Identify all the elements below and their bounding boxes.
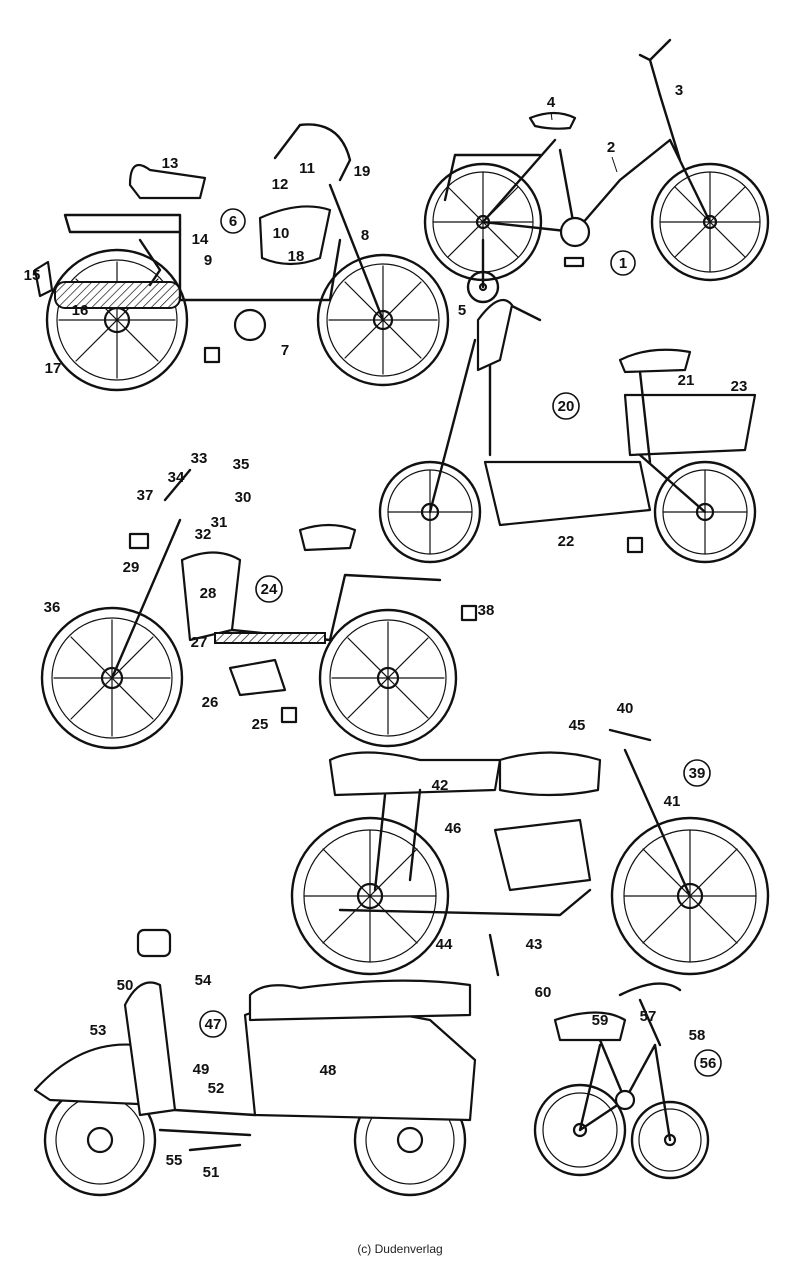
callout-21: 21 [678,372,695,389]
callout-39: 39 [689,765,706,782]
callout-5: 5 [458,302,466,319]
callout-47: 47 [205,1016,222,1033]
callout-50: 50 [117,977,134,994]
callout-19: 19 [354,163,371,180]
utility-moped-drawing [378,298,757,564]
callout-24: 24 [261,581,278,598]
callout-23: 23 [731,378,748,395]
kids-bicycle-drawing [533,982,710,1180]
callout-55: 55 [166,1152,183,1169]
moped-drawing [33,123,450,392]
callout-20: 20 [558,398,575,415]
callout-31: 31 [211,514,228,531]
callout-2: 2 [607,139,615,156]
callout-13: 13 [162,155,179,172]
callout-15: 15 [24,267,41,284]
moped-two-drawing [40,468,478,750]
callout-10: 10 [273,225,290,242]
callout-9: 9 [204,252,212,269]
callout-41: 41 [664,793,681,810]
callout-30: 30 [235,489,252,506]
callout-45: 45 [569,717,586,734]
callout-43: 43 [526,936,543,953]
callout-46: 46 [445,820,462,837]
callout-8: 8 [361,227,369,244]
folding-bicycle-drawing [423,38,770,304]
callout-37: 37 [137,487,154,504]
callout-26: 26 [202,694,219,711]
callout-14: 14 [192,231,209,248]
callout-49: 49 [193,1061,210,1078]
callout-57: 57 [640,1008,657,1025]
callout-44: 44 [436,936,453,953]
callout-1: 1 [619,255,627,272]
callout-38: 38 [478,602,495,619]
callout-17: 17 [45,360,62,377]
callout-16: 16 [72,302,89,319]
callout-6: 6 [229,213,237,230]
callout-32: 32 [195,526,212,543]
callout-28: 28 [200,585,217,602]
callout-18: 18 [288,248,305,265]
callout-29: 29 [123,559,140,576]
scooter-drawing [33,928,477,1197]
callout-56: 56 [700,1055,717,1072]
callout-53: 53 [90,1022,107,1039]
callout-3: 3 [675,82,683,99]
callout-36: 36 [44,599,61,616]
callout-25: 25 [252,716,269,733]
callout-60: 60 [535,984,552,1001]
callout-59: 59 [592,1012,609,1029]
callout-54: 54 [195,972,212,989]
callout-51: 51 [203,1164,220,1181]
callout-22: 22 [558,533,575,550]
callout-48: 48 [320,1062,337,1079]
callout-27: 27 [191,634,208,651]
copyright-credit: (c) Dudenverlag [357,1242,443,1256]
callout-12: 12 [272,176,289,193]
callout-33: 33 [191,450,208,467]
callout-labels: 1 2 3 4 5 6 7 8 9 10 11 12 13 14 15 16 1… [24,82,748,1181]
callout-58: 58 [689,1027,706,1044]
callout-34: 34 [168,469,185,486]
callout-40: 40 [617,700,634,717]
callout-7: 7 [281,342,289,359]
callout-4: 4 [547,94,556,111]
callout-11: 11 [299,160,315,177]
callout-42: 42 [432,777,449,794]
callout-52: 52 [208,1080,225,1097]
motorcycle-drawing [290,728,770,977]
callout-35: 35 [233,456,250,473]
